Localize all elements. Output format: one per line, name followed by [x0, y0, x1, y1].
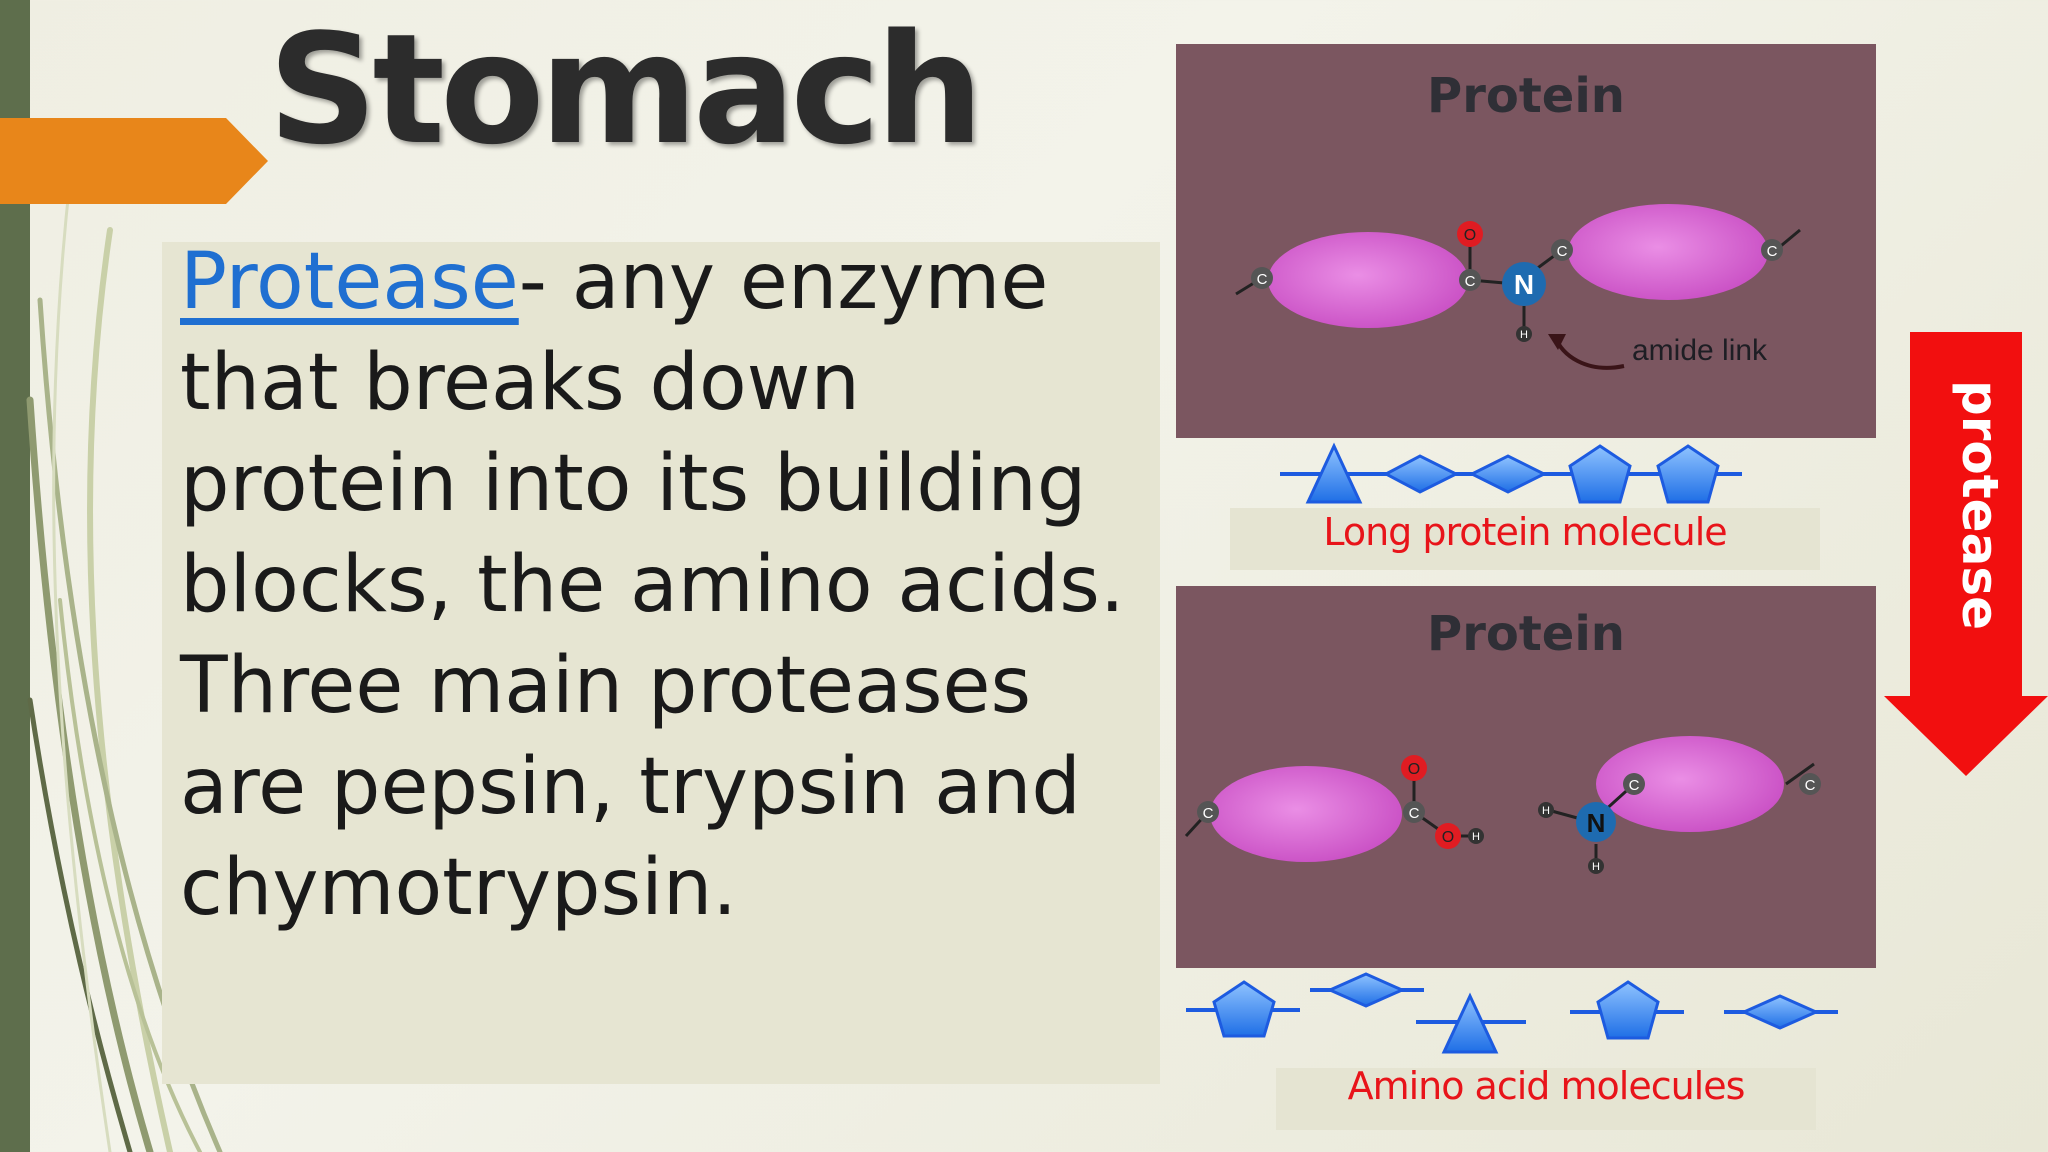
nitrogen-atom: N: [1502, 262, 1546, 306]
carbon-atom-left: C: [1251, 267, 1273, 289]
hydrogen-atom: H: [1516, 326, 1532, 342]
body-paragraph: Protease- any enzyme that breaks down pr…: [180, 232, 1140, 939]
amino-acid-pentagon: [1568, 444, 1632, 504]
protease-term-link[interactable]: Protease: [180, 237, 519, 327]
svg-text:C: C: [1409, 805, 1420, 822]
amide-link-label: amide link: [1632, 334, 1768, 367]
down-arrow: [1884, 332, 2048, 776]
split-molecule: C O C O H H N H C C: [1184, 736, 1821, 874]
decorative-grass-lines: [26, 178, 223, 1152]
caption-panel-top: [1230, 508, 1820, 570]
amine-hydrogen-atom: H: [1538, 802, 1554, 818]
hydroxyl-hydrogen-atom: H: [1468, 828, 1484, 844]
svg-text:C: C: [1767, 243, 1778, 260]
caption-panel-bottom: [1276, 1068, 1816, 1130]
svg-text:C: C: [1629, 777, 1640, 794]
svg-text:C: C: [1805, 777, 1816, 794]
amino-acid-diamond: [1468, 454, 1548, 494]
orange-title-tab: [0, 118, 268, 204]
svg-text:H: H: [1472, 831, 1480, 843]
amine-hydrogen-atom-lower: H: [1588, 858, 1604, 874]
svg-text:H: H: [1520, 329, 1528, 341]
amino-acid-pentagon: [1596, 980, 1660, 1040]
nitrogen-atom: N: [1576, 802, 1616, 842]
svg-text:C: C: [1465, 273, 1476, 290]
svg-text:O: O: [1442, 829, 1454, 846]
carbon-atom-left: C: [1197, 801, 1219, 823]
svg-text:N: N: [1514, 269, 1534, 300]
protein-diagram-title: Protein: [1427, 68, 1625, 124]
amino-acid-triangle: [1305, 442, 1363, 504]
caption-amino-acids: Amino acid molecules: [1347, 1064, 1746, 1108]
svg-text:H: H: [1542, 805, 1550, 817]
carbon-atom-center: C: [1459, 269, 1481, 291]
oxygen-atom: O: [1401, 755, 1427, 781]
amide-link-molecule: C O C N H C C amide link: [1235, 204, 1801, 370]
svg-text:H: H: [1592, 861, 1600, 873]
protease-definition: - any enzyme that breaks down protein in…: [180, 237, 1125, 933]
amide-link-arrowhead: [1548, 334, 1566, 350]
svg-text:O: O: [1464, 227, 1476, 244]
svg-text:C: C: [1257, 271, 1268, 288]
protein-diagram-hydrolysed: Protein C O C O H H N H C C: [1176, 586, 1876, 968]
svg-text:N: N: [1587, 808, 1606, 838]
svg-text:O: O: [1408, 761, 1420, 778]
protein-diagram-title: Protein: [1427, 606, 1625, 662]
amino-acid-pentagon: [1656, 444, 1720, 504]
text-panel: [162, 242, 1160, 1084]
carbon-atom-right-lobe: C: [1623, 773, 1645, 795]
carbon-atom-center: C: [1403, 801, 1425, 823]
svg-text:C: C: [1203, 805, 1214, 822]
protease-arrow-label: protease: [1951, 379, 2009, 631]
amino-acid-diamond: [1740, 994, 1820, 1030]
amino-acid-diamond: [1326, 972, 1406, 1008]
slide-title: Stomach: [268, 1, 984, 178]
amino-acid-pentagon: [1212, 980, 1276, 1038]
carbon-atom-right: C: [1799, 773, 1821, 795]
carbon-atom-right: C: [1761, 239, 1783, 261]
amino-acid-diamond: [1382, 454, 1460, 494]
oxygen-atom: O: [1457, 221, 1483, 247]
hydroxyl-oxygen-atom: O: [1435, 823, 1461, 849]
carbon-atom-right-lobe: C: [1551, 239, 1573, 261]
protein-diagram-intact: Protein C O C N H C C amide link: [1176, 44, 1876, 438]
svg-text:C: C: [1557, 243, 1568, 260]
caption-long-protein: Long protein molecule: [1323, 510, 1727, 554]
amino-acid-triangle: [1441, 992, 1499, 1054]
